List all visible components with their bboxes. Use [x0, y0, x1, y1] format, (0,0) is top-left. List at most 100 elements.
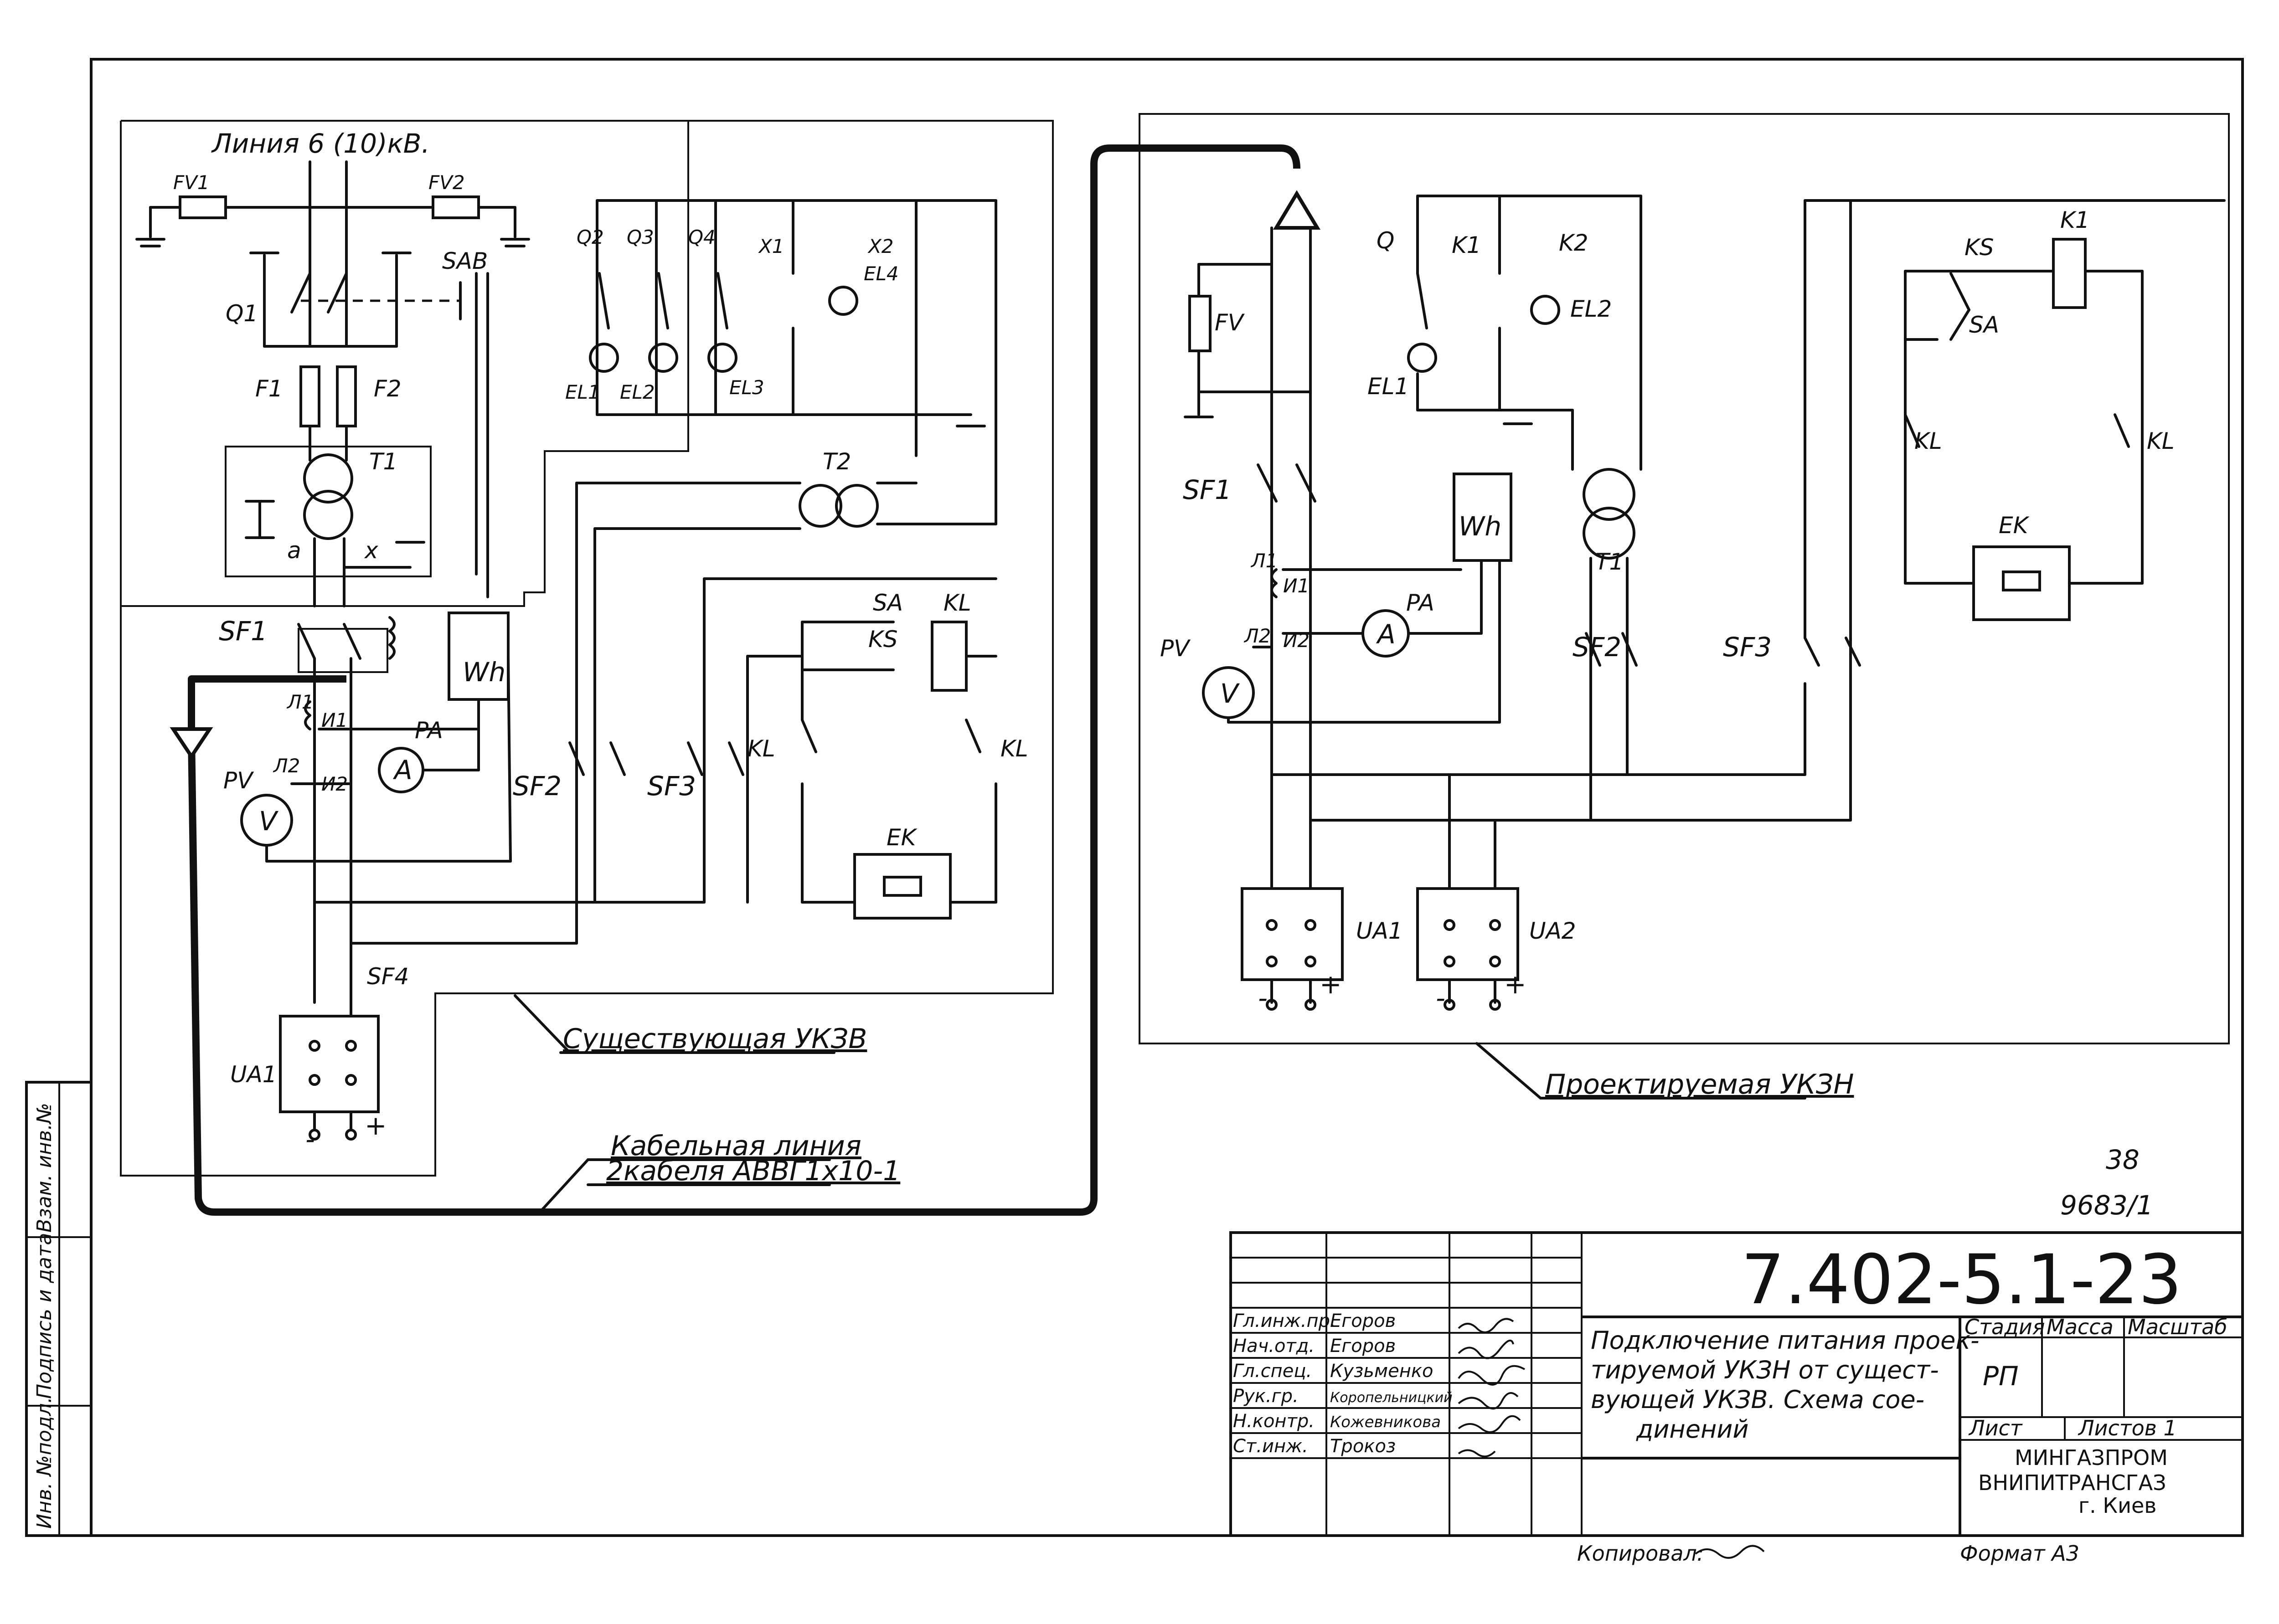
footer: Копировал: Формат А3	[1577, 1541, 2079, 1566]
mass-label: Масса	[2047, 1315, 2114, 1339]
label-r-sf3: SF3	[1723, 632, 1772, 663]
label-q4: Q4	[688, 226, 716, 248]
label-wh: Wh	[463, 657, 505, 688]
component-labels: Линия 6 (10)кВ. FV1 FV2 SAB Q1 F1 F2 T1 …	[173, 128, 2175, 1155]
label-ks: KS	[868, 626, 898, 653]
staff-name-2: Егоров	[1330, 1336, 1396, 1357]
label-f2: F2	[374, 375, 402, 402]
label-x1: X1	[758, 235, 784, 257]
label-r-u1: И1	[1283, 575, 1310, 597]
description-line-1: Подключение питания проек-	[1591, 1326, 1979, 1355]
label-r-kl-1: KL	[1914, 428, 1942, 454]
cable-line	[188, 144, 1300, 1216]
label-l1: Л1	[286, 691, 314, 713]
caption-cable-spec: 2кабеля АВВГ1х10-1	[606, 1155, 900, 1187]
label-r-fv: FV	[1215, 309, 1245, 336]
label-ua1: UA1	[230, 1061, 277, 1088]
staff-name-3: Кузьменко	[1330, 1361, 1433, 1382]
staff-name-6: Трокоз	[1330, 1436, 1396, 1457]
label-r-l1: Л1	[1250, 550, 1278, 572]
title-block	[1229, 1231, 2244, 1537]
label-r-ek: EK	[1999, 512, 2030, 539]
label-r-plus-1: +	[1320, 969, 1342, 1000]
label-r-kl-2: KL	[2147, 428, 2175, 454]
stage-value: РП	[1983, 1361, 2019, 1392]
side-stamp-replace: Взам. инв.№	[33, 1103, 56, 1233]
staff-role-6: Ст.инж.	[1233, 1436, 1308, 1457]
label-sf1: SF1	[219, 616, 268, 647]
side-stamp-sign: Подпись и дата	[33, 1233, 56, 1399]
side-stamp-inv: Инв. №подл.	[33, 1397, 56, 1529]
label-r-k1: K1	[1452, 232, 1481, 258]
label-r-el2: EL2	[1570, 296, 1612, 322]
scale-label: Масштаб	[2128, 1315, 2227, 1339]
caption-cable-line: Кабельная линия	[611, 1130, 861, 1162]
drawing-frame	[90, 58, 2244, 1537]
staff-name-4: Коропельницкий	[1330, 1390, 1453, 1406]
label-ammeter: A	[392, 755, 412, 786]
copied-label: Копировал:	[1577, 1541, 1704, 1566]
label-sa: SA	[873, 590, 903, 616]
label-r-sa: SA	[1969, 312, 1999, 338]
label-r-ks: KS	[1964, 234, 1994, 261]
staff-role-2: Нач.отд.	[1233, 1336, 1315, 1357]
label-x2: X2	[867, 235, 894, 257]
label-kl-2: KL	[1000, 735, 1028, 762]
copier-signature	[1695, 1545, 1765, 1559]
label-r-ua1: UA1	[1356, 918, 1403, 944]
label-pv: PV	[223, 767, 254, 794]
label-el2: EL2	[620, 381, 655, 403]
label-ek: EK	[887, 824, 918, 851]
label-r-plus-2: +	[1504, 969, 1526, 1000]
label-r-ua2: UA2	[1529, 918, 1576, 944]
label-r-q: Q	[1377, 227, 1394, 254]
label-r-minus-2: -	[1436, 982, 1445, 1013]
label-r-minus-1: -	[1258, 982, 1268, 1013]
label-t2: T2	[823, 448, 851, 475]
staff-role-3: Гл.спец.	[1233, 1361, 1312, 1382]
sheets-label: Листов 1	[2078, 1416, 2177, 1440]
line-title: Линия 6 (10)кВ.	[211, 128, 430, 159]
stage-label: Стадия	[1964, 1315, 2045, 1339]
staff-name-1: Егоров	[1330, 1311, 1396, 1331]
label-q3: Q3	[627, 226, 654, 248]
side-stamps: Инв. №подл. Подпись и дата Взам. инв.№	[33, 1103, 56, 1529]
label-a: a	[287, 537, 301, 564]
label-r-k1-coil: K1	[2060, 207, 2090, 233]
label-u1: И1	[321, 709, 348, 731]
label-l2: Л2	[273, 755, 300, 777]
label-q1: Q1	[226, 300, 258, 327]
inventory-number: 9683/1	[2060, 1190, 2153, 1221]
label-r-k2: K2	[1559, 230, 1588, 256]
label-el4: EL4	[864, 262, 899, 285]
doc-code: 7.402-5.1-23	[1741, 1240, 2182, 1320]
staff-role-1: Гл.инж.пр.	[1233, 1311, 1336, 1331]
label-u2: И2	[321, 773, 348, 795]
label-el3: EL3	[729, 376, 764, 399]
label-r-u2: И2	[1283, 629, 1310, 652]
label-x: x	[364, 537, 378, 564]
sheet-label: Лист	[1968, 1416, 2023, 1440]
label-r-l2: Л2	[1243, 625, 1271, 647]
org-line-2: ВНИПИТРАНСГАЗ	[1978, 1470, 2166, 1495]
label-minus: -	[305, 1124, 315, 1155]
label-pa: PA	[415, 717, 443, 744]
org-line-3: г. Киев	[2078, 1493, 2156, 1518]
label-r-pv: PV	[1160, 635, 1191, 662]
title-block-text: 7.402-5.1-23 Подключение питания проек- …	[1233, 1240, 2227, 1518]
description-line-4: динений	[1636, 1415, 1748, 1444]
label-t1: T1	[369, 448, 397, 475]
caption-existing: Существующая УКЗВ	[563, 1023, 867, 1055]
label-r-el1: EL1	[1367, 373, 1409, 400]
label-r-ammeter: A	[1376, 619, 1396, 650]
staff-role-4: Рук.гр.	[1233, 1386, 1299, 1407]
label-kl-1: KL	[748, 735, 775, 762]
caption-projected: Проектируемая УКЗН	[1545, 1069, 1854, 1100]
description-line-2: тируемой УКЗН от сущест-	[1591, 1356, 1939, 1384]
captions: Существующая УКЗВ Кабельная линия 2кабел…	[563, 1023, 2153, 1221]
label-voltmeter: V	[259, 806, 279, 837]
label-fv2: FV2	[428, 171, 465, 194]
org-line-1: МИНГАЗПРОМ	[2015, 1445, 2168, 1470]
label-r-sf1: SF1	[1183, 474, 1232, 505]
